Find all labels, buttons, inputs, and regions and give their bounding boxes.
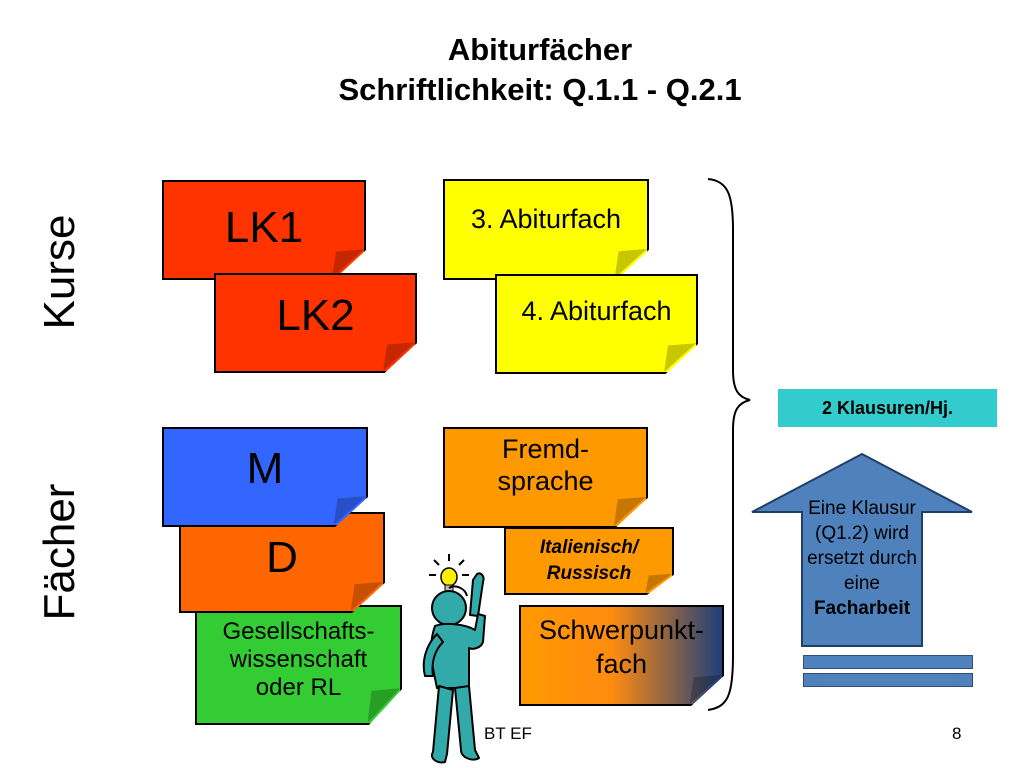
kurse-label: Kurse xyxy=(35,214,84,330)
note-fremd-line-1: Fremd- xyxy=(502,434,589,464)
lightbulb-icon xyxy=(429,554,469,594)
page-fold-icon xyxy=(645,573,672,593)
thinking-person-icon xyxy=(422,572,486,764)
note-schwer-line-1: Schwerpunkt- xyxy=(538,615,705,645)
note-schwer-line-2: fach xyxy=(595,649,648,679)
note-m-label: M xyxy=(246,444,284,493)
note-abiturfach-3: 3. Abiturfach xyxy=(443,179,649,280)
note-gesellschaft-line-1: Gesellschafts- xyxy=(222,618,375,645)
note-abiturfach-3-label: 3. Abiturfach xyxy=(470,204,622,234)
note-gesellschaft-line-2: wissenschaft xyxy=(229,646,368,673)
note-italienisch-russisch: Italienisch/ Russisch xyxy=(504,527,674,595)
note-schwerpunktfach: Schwerpunkt- fach xyxy=(519,605,724,706)
page-fold-icon xyxy=(383,342,415,371)
page-number: 8 xyxy=(952,724,962,743)
slide-title: Abiturfächer Schriftlichkeit: Q.1.1 - Q.… xyxy=(0,30,1024,110)
note-lk2: LK2 xyxy=(214,273,417,373)
note-fremd-line-2: sprache xyxy=(497,466,594,496)
note-lk1: LK1 xyxy=(162,180,366,280)
facharbeit-text: Eine Klausur (Q1.2) wird ersetzt durch e… xyxy=(800,496,924,621)
note-ital-line-1: Italienisch/ xyxy=(539,537,639,558)
arrow-text-line-2: (Q1.2) wird xyxy=(815,523,909,544)
note-abiturfach-4-label: 4. Abiturfach xyxy=(521,296,672,326)
page-fold-icon xyxy=(613,496,646,526)
faecher-label: Fächer xyxy=(35,483,84,621)
page-fold-icon xyxy=(614,248,647,278)
note-m: M xyxy=(162,427,368,527)
note-abiturfach-4: 4. Abiturfach xyxy=(495,274,698,374)
note-lk2-label: LK2 xyxy=(276,291,355,340)
arrow-text-line-1: Eine Klausur xyxy=(808,498,916,519)
footer-label: BT EF xyxy=(484,724,532,743)
title-line-2: Schriftlichkeit: Q.1.1 - Q.2.1 xyxy=(338,72,742,107)
up-arrow-shape xyxy=(751,452,973,647)
arrow-text-line-4: eine xyxy=(844,573,880,594)
note-lk1-label: LK1 xyxy=(224,203,304,252)
note-d: D xyxy=(179,512,385,613)
title-line-1: Abiturfächer xyxy=(447,32,633,67)
arrow-text-line-3: ersetzt durch xyxy=(807,548,917,569)
note-gesellschaftswissenschaft: Gesellschafts- wissenschaft oder RL xyxy=(195,605,402,725)
curly-brace-icon xyxy=(707,178,751,711)
arrow-bar-1 xyxy=(803,655,973,669)
note-gesellschaft-line-3: oder RL xyxy=(255,674,342,701)
klausuren-badge: 2 Klausuren/Hj. xyxy=(778,389,997,427)
note-ital-line-2: Russisch xyxy=(546,563,632,584)
page-fold-icon xyxy=(664,343,696,372)
arrow-bar-2 xyxy=(803,673,973,687)
arrow-text-bold: Facharbeit xyxy=(813,598,911,619)
note-fremdsprache: Fremd- sprache xyxy=(443,427,648,528)
note-d-label: D xyxy=(266,533,298,582)
